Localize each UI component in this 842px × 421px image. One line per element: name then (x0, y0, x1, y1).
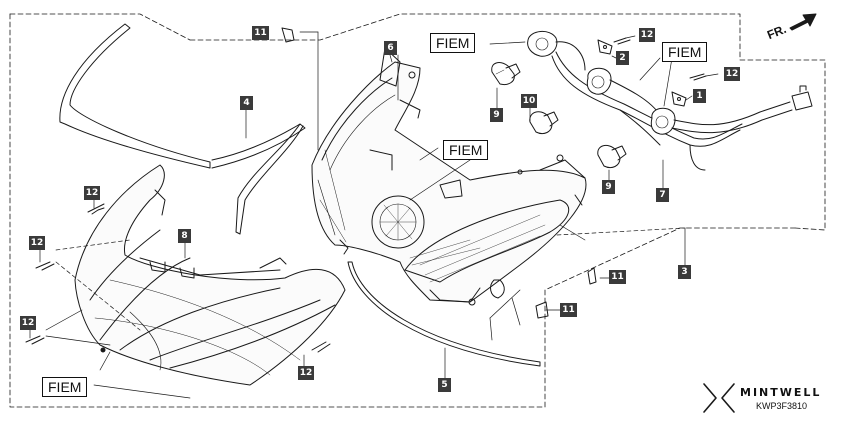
bulb-part-9-lower (597, 144, 627, 169)
callout-12-a: 12 (84, 186, 100, 200)
screws (25, 27, 707, 353)
callout-4: 4 (240, 96, 253, 110)
brand-name: MINTWELL (740, 386, 822, 399)
callout-9-lower: 9 (602, 180, 615, 194)
callout-2: 2 (616, 51, 629, 65)
callout-12-d: 12 (298, 366, 314, 380)
clip-part-2 (597, 39, 613, 55)
callout-11-low: 11 (560, 303, 577, 317)
diagram-code: KWP3F3810 (756, 401, 808, 411)
callout-8: 8 (178, 229, 191, 243)
wire-part-5 (347, 261, 541, 367)
headlight-housing (311, 47, 587, 306)
callout-1: 1 (693, 89, 706, 103)
callout-7: 7 (656, 188, 669, 202)
callout-12-b: 12 (29, 236, 45, 250)
callout-11-top: 11 (252, 26, 269, 40)
callout-10: 10 (521, 94, 537, 108)
clip-part-1 (671, 91, 687, 107)
callout-12-c: 12 (20, 316, 36, 330)
fiem-label-right: FIEM (662, 42, 708, 62)
callout-12-f: 12 (724, 67, 740, 81)
bulb-part-9-upper (491, 62, 521, 85)
callout-6: 6 (384, 41, 397, 55)
front-direction-arrow (789, 13, 817, 31)
wiring-harness-part-7 (527, 31, 813, 171)
fiem-label-center: FIEM (443, 140, 489, 160)
fiem-label-top: FIEM (430, 33, 476, 53)
leader-lines (29, 31, 719, 399)
callout-5: 5 (438, 378, 451, 392)
callout-11-mid: 11 (609, 270, 626, 284)
bulb-part-10 (529, 111, 559, 135)
front-cover-part (74, 164, 346, 386)
callout-3: 3 (678, 265, 691, 279)
fiem-label-bottom: FIEM (42, 377, 88, 397)
mintwell-logo-mark (703, 383, 735, 413)
callout-9-upper: 9 (490, 108, 503, 122)
seal-strip-part-4 (59, 23, 306, 235)
callout-12-e: 12 (639, 28, 655, 42)
dashed-frame (9, 13, 826, 408)
